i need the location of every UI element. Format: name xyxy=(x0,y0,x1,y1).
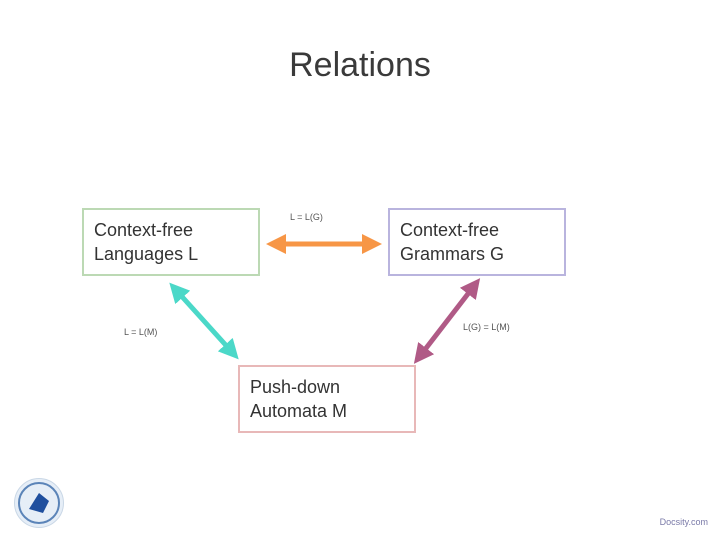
edge-label-cfg-pda: L(G) = L(M) xyxy=(463,322,510,332)
arrow-cfg-pda xyxy=(413,278,481,364)
edge-label-cfl-pda: L = L(M) xyxy=(124,327,158,337)
edge-label-cfl-cfg: L = L(G) xyxy=(290,212,323,222)
node-cfg-line1: Context-free xyxy=(400,220,500,240)
node-cfl-line2: Languages L xyxy=(94,244,199,264)
node-pda-line2: Automata M xyxy=(250,401,348,421)
node-pda-line1: Push-down xyxy=(250,377,341,397)
node-context-free-grammars: Context-free Grammars G xyxy=(388,208,566,276)
node-cfg-line2: Grammars G xyxy=(400,244,505,264)
slide-title: Relations xyxy=(289,46,431,84)
university-seal-icon xyxy=(14,478,64,528)
node-context-free-languages: Context-free Languages L xyxy=(82,208,260,276)
arrow-cfl-pda xyxy=(169,282,239,360)
node-push-down-automata: Push-down Automata M xyxy=(238,365,416,433)
node-cfl-line1: Context-free xyxy=(94,220,194,240)
footer-watermark: Docsity.com xyxy=(659,517,708,527)
